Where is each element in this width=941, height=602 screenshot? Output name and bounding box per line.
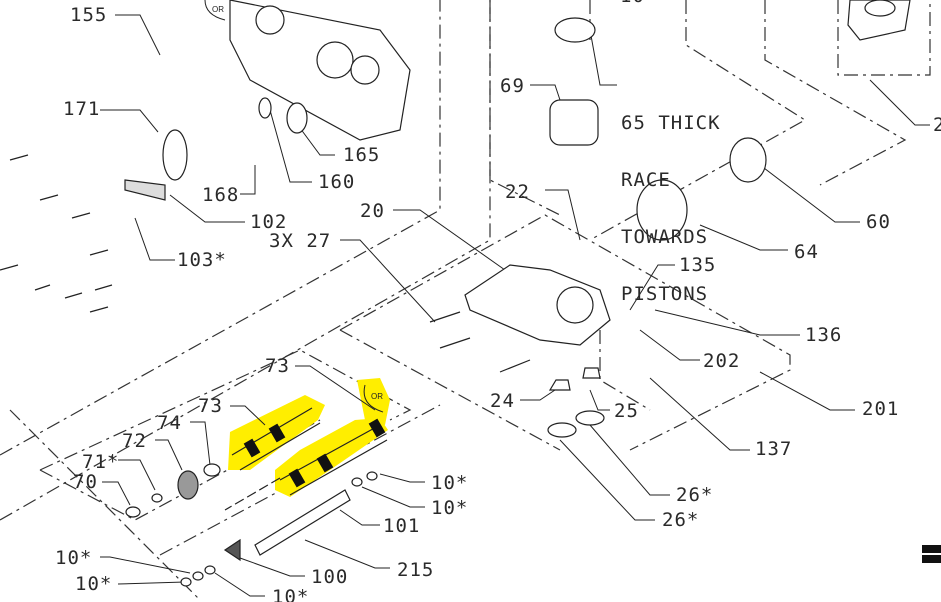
label-22: 22 <box>505 181 530 203</box>
note-65-thick-race: 65 THICK RACE TOWARDS PISTONS <box>621 76 721 323</box>
label-10-d: 10* <box>75 573 113 595</box>
label-10-c: 10* <box>55 547 93 569</box>
label-10-top: 10 <box>620 0 645 6</box>
label-70: 70 <box>73 471 98 493</box>
label-102: 102 <box>250 211 288 233</box>
label-10-e: 10* <box>272 586 310 602</box>
label-74: 74 <box>157 412 182 434</box>
label-2-edge: 2 <box>933 114 941 136</box>
label-171: 171 <box>63 98 101 120</box>
label-160: 160 <box>318 171 356 193</box>
label-137: 137 <box>755 438 793 460</box>
label-168: 168 <box>202 184 240 206</box>
label-100: 100 <box>311 566 349 588</box>
label-73-lower: 73 <box>198 395 223 417</box>
label-10-b: 10* <box>431 497 469 519</box>
label-69: 69 <box>500 75 525 97</box>
label-135: 135 <box>679 254 717 276</box>
or-tag-top: OR <box>212 5 224 14</box>
label-71: 71* <box>82 451 120 473</box>
label-73-upper: 73 <box>265 355 290 377</box>
note-line: TOWARDS <box>621 226 709 248</box>
label-60: 60 <box>866 211 891 233</box>
label-10-a: 10* <box>431 472 469 494</box>
label-26-lower: 26* <box>662 509 700 531</box>
highlight <box>228 378 390 497</box>
label-24: 24 <box>490 390 515 412</box>
label-72: 72 <box>122 430 147 452</box>
or-tag-shaft: OR <box>371 392 383 401</box>
label-20: 20 <box>360 200 385 222</box>
label-103: 103* <box>177 249 227 271</box>
label-201: 201 <box>862 398 900 420</box>
label-155: 155 <box>70 4 108 26</box>
note-line: 65 THICK <box>621 112 721 134</box>
note-line: RACE <box>621 169 671 191</box>
label-64: 64 <box>794 241 819 263</box>
label-136: 136 <box>805 324 843 346</box>
note-line: PISTONS <box>621 283 709 305</box>
bolts <box>0 154 531 373</box>
label-215: 215 <box>397 559 435 581</box>
label-101: 101 <box>383 515 421 537</box>
label-26-upper: 26* <box>676 484 714 506</box>
label-25: 25 <box>614 400 639 422</box>
label-165: 165 <box>343 144 381 166</box>
label-202: 202 <box>703 350 741 372</box>
or-arrow-icon <box>204 0 384 413</box>
label-27: 3X 27 <box>269 230 332 252</box>
